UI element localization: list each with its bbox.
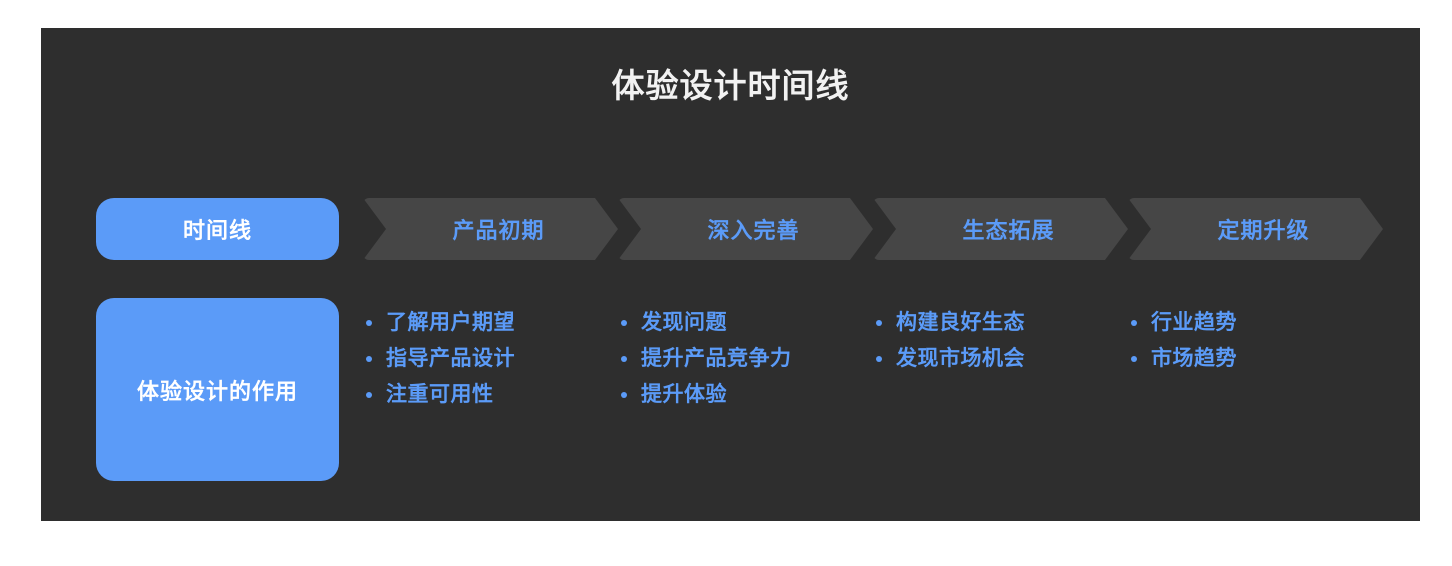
stage-chevron-product-early[interactable]: 产品初期 bbox=[363, 198, 618, 260]
detail-row: 体验设计的作用 了解用户期望 指导产品设计 注重可用性 发现 bbox=[96, 298, 1386, 481]
list-item-label: 提升体验 bbox=[641, 383, 727, 406]
bullet-dot-icon bbox=[1131, 320, 1137, 326]
list-item: 了解用户期望 bbox=[366, 305, 616, 341]
bullet-column-ecosystem-expand: 构建良好生态 发现市场机会 bbox=[876, 305, 1126, 377]
list-item-label: 行业趋势 bbox=[1151, 311, 1237, 334]
list-item: 行业趋势 bbox=[1131, 305, 1381, 341]
page-title: 体验设计时间线 bbox=[611, 67, 850, 104]
list-item: 市场趋势 bbox=[1131, 341, 1381, 377]
bullet-dot-icon bbox=[621, 320, 627, 326]
bullet-dot-icon bbox=[621, 356, 627, 362]
list-item-label: 提升产品竞争力 bbox=[641, 347, 792, 370]
row-label-design-role: 体验设计的作用 bbox=[96, 298, 339, 481]
bullet-column-regular-upgrade: 行业趋势 市场趋势 bbox=[1131, 305, 1381, 377]
list-item-label: 构建良好生态 bbox=[896, 311, 1025, 334]
bullet-dot-icon bbox=[366, 320, 372, 326]
stage-chevron-deep-refine[interactable]: 深入完善 bbox=[618, 198, 873, 260]
list-item-label: 注重可用性 bbox=[386, 383, 494, 406]
list-item-label: 了解用户期望 bbox=[386, 311, 515, 334]
list-item: 提升体验 bbox=[621, 377, 871, 413]
bullet-dot-icon bbox=[876, 320, 882, 326]
list-item-label: 发现问题 bbox=[641, 311, 727, 334]
list-item-label: 指导产品设计 bbox=[386, 347, 515, 370]
list-item-label: 市场趋势 bbox=[1151, 347, 1237, 370]
list-item: 提升产品竞争力 bbox=[621, 341, 871, 377]
list-item: 注重可用性 bbox=[366, 377, 616, 413]
list-item-label: 发现市场机会 bbox=[896, 347, 1025, 370]
bullet-column-product-early: 了解用户期望 指导产品设计 注重可用性 bbox=[366, 305, 616, 413]
bullet-dot-icon bbox=[1131, 356, 1137, 362]
bullet-dot-icon bbox=[366, 392, 372, 398]
bullet-dot-icon bbox=[366, 356, 372, 362]
list-item: 构建良好生态 bbox=[876, 305, 1126, 341]
stage-chevron-ecosystem-expand[interactable]: 生态拓展 bbox=[873, 198, 1128, 260]
stage-chevron-regular-upgrade[interactable]: 定期升级 bbox=[1128, 198, 1383, 260]
bullet-column-deep-refine: 发现问题 提升产品竞争力 提升体验 bbox=[621, 305, 871, 413]
list-item: 发现市场机会 bbox=[876, 341, 1126, 377]
bullet-dot-icon bbox=[621, 392, 627, 398]
timeline-card: 体验设计时间线 时间线 产品初期 深入完善 生态拓展 定期升级 体验设计的作用 … bbox=[41, 28, 1420, 521]
bullet-dot-icon bbox=[876, 356, 882, 362]
stage-pill-timeline[interactable]: 时间线 bbox=[96, 198, 339, 260]
list-item: 发现问题 bbox=[621, 305, 871, 341]
list-item: 指导产品设计 bbox=[366, 341, 616, 377]
stage-label-row: 时间线 产品初期 深入完善 生态拓展 定期升级 bbox=[96, 198, 1386, 260]
